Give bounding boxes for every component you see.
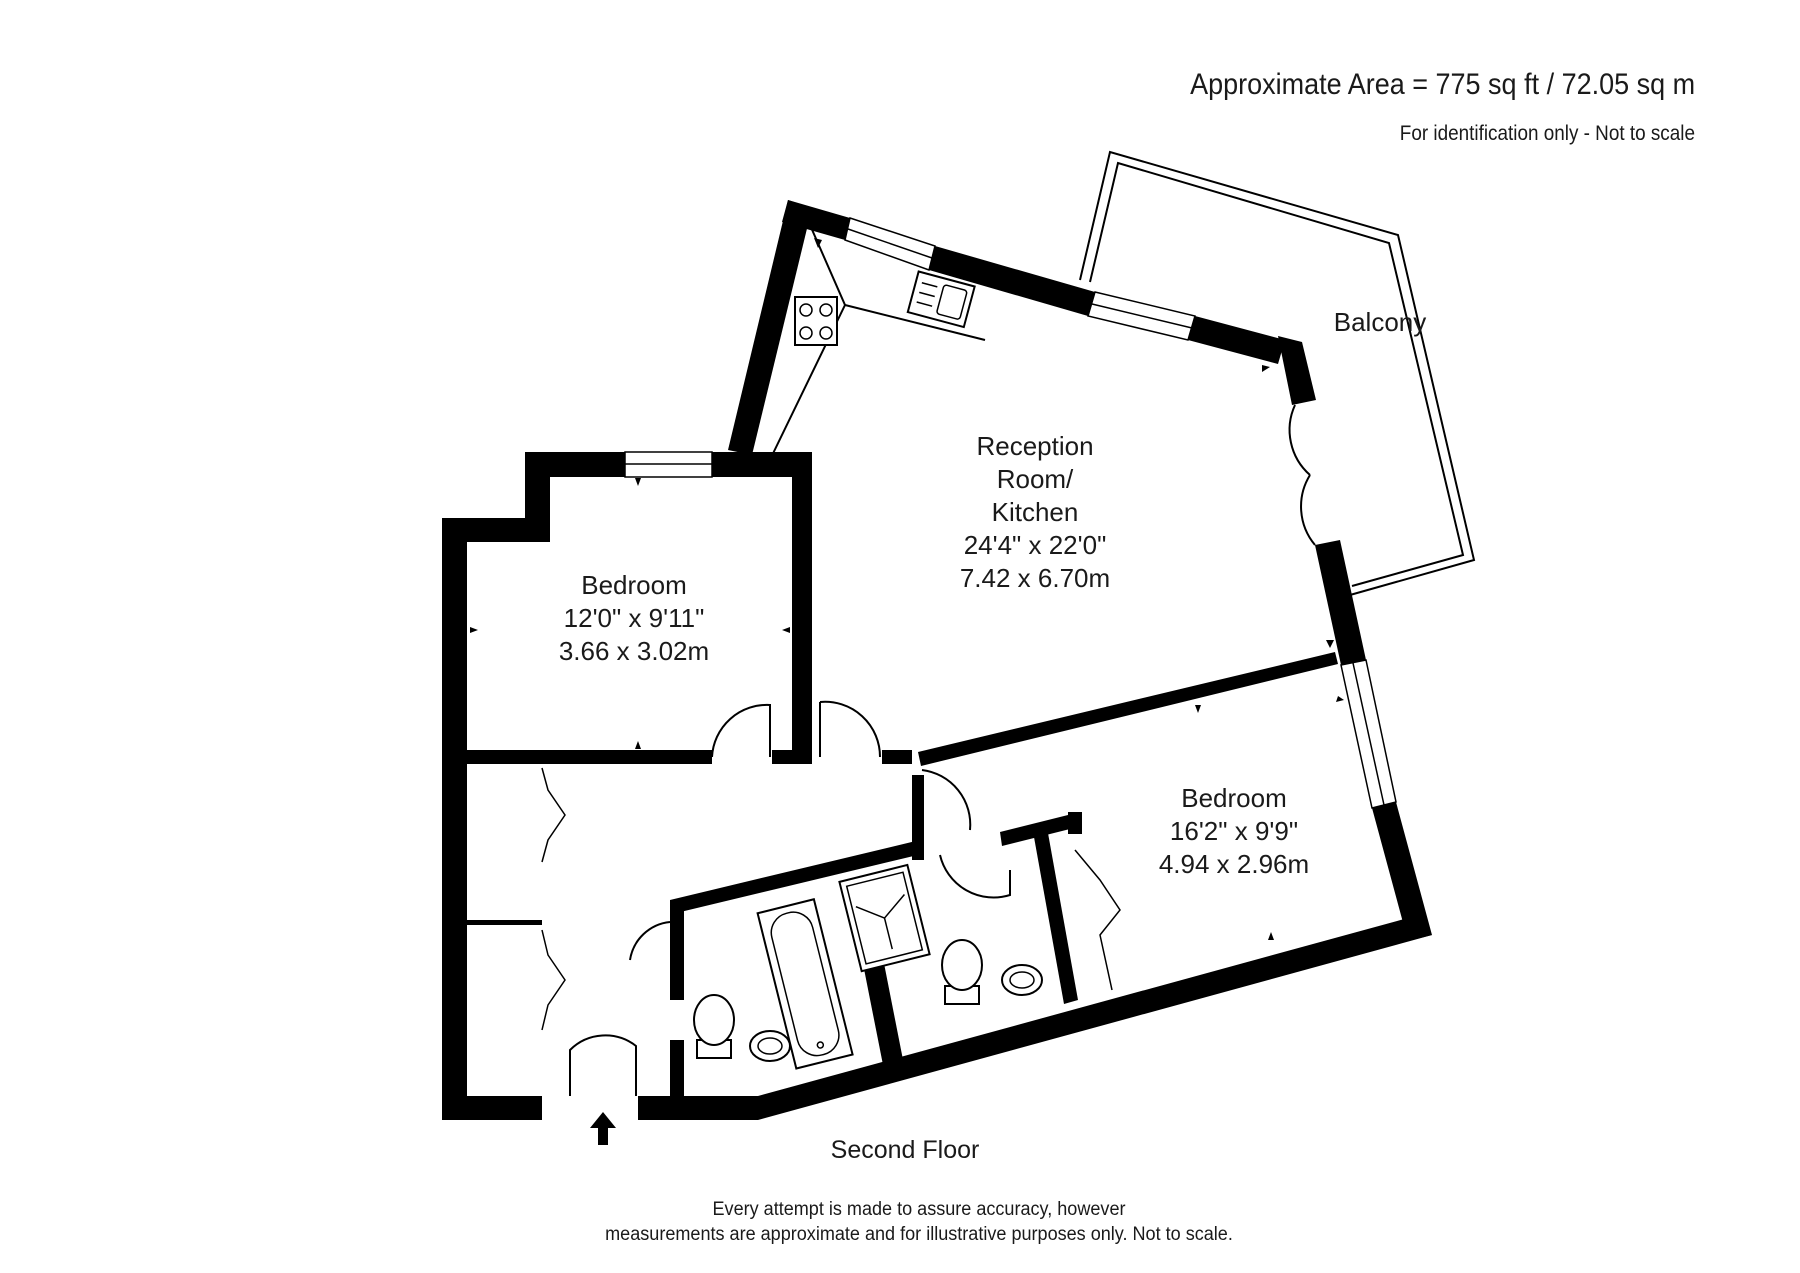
reception-label-line3: Kitchen bbox=[992, 497, 1079, 527]
identification-note: For identification only - Not to scale bbox=[1399, 122, 1695, 145]
toilet-icon bbox=[693, 994, 735, 1059]
room-labels: Balcony Reception Room/ Kitchen 24'4" x … bbox=[559, 307, 1426, 879]
reception-label-line2: Room/ bbox=[997, 464, 1074, 494]
balcony-outline bbox=[1079, 150, 1476, 596]
bedroom1-label: Bedroom bbox=[581, 570, 687, 600]
exterior-walls bbox=[442, 200, 1432, 1120]
disclaimer-line1: Every attempt is made to assure accuracy… bbox=[712, 1199, 1126, 1220]
measurement-markers bbox=[470, 238, 1344, 940]
interior-walls bbox=[467, 652, 1338, 1100]
reception-dimensions-metric: 7.42 x 6.70m bbox=[960, 563, 1110, 593]
bathroom-fixtures bbox=[693, 863, 1043, 1070]
bedroom2-label: Bedroom bbox=[1181, 783, 1287, 813]
bedroom1-dimensions-imperial: 12'0" x 9'11" bbox=[564, 603, 705, 633]
balcony-label: Balcony bbox=[1334, 307, 1427, 337]
disclaimer-line2: measurements are approximate and for ill… bbox=[605, 1224, 1233, 1245]
reception-label-line1: Reception bbox=[976, 431, 1093, 461]
kitchen-worktop bbox=[751, 214, 986, 471]
sink-icon bbox=[906, 270, 976, 329]
approximate-area: Approximate Area = 775 sq ft / 72.05 sq … bbox=[1189, 68, 1695, 101]
windows bbox=[624, 217, 1397, 809]
reception-dimensions-imperial: 24'4" x 22'0" bbox=[964, 530, 1107, 560]
disclaimer: Every attempt is made to assure accuracy… bbox=[45, 1197, 1755, 1247]
bedroom2-dimensions-metric: 4.94 x 2.96m bbox=[1159, 849, 1309, 879]
doors bbox=[541, 404, 1316, 1096]
bedroom1-dimensions-metric: 3.66 x 3.02m bbox=[559, 636, 709, 666]
basin-icon bbox=[749, 1030, 791, 1062]
shower-icon bbox=[838, 863, 931, 973]
bedroom2-dimensions-imperial: 16'2" x 9'9" bbox=[1170, 816, 1298, 846]
entrance-arrow-icon bbox=[590, 1112, 616, 1145]
bath-icon bbox=[756, 898, 854, 1070]
floor-label: Second Floor bbox=[830, 1136, 980, 1164]
basin-icon bbox=[1001, 964, 1043, 996]
toilet-icon bbox=[941, 939, 983, 1005]
